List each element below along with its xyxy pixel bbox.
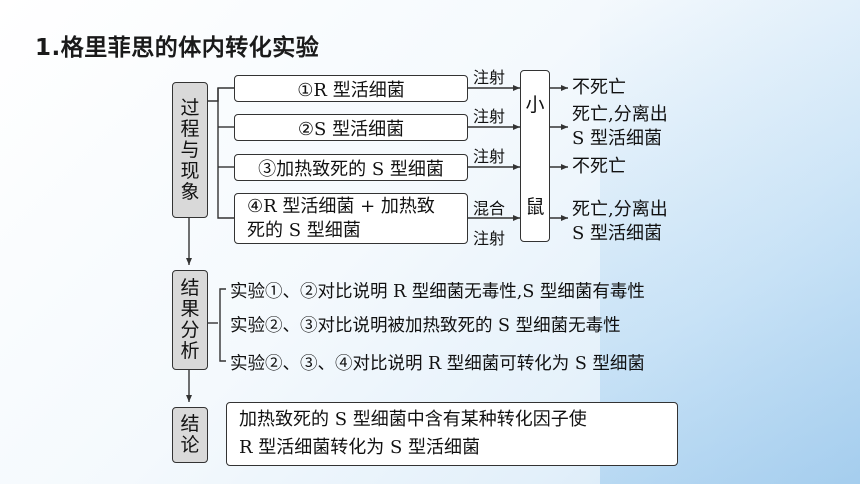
conclusion-label: 结 论: [172, 407, 208, 463]
conclusion-label-char: 结: [180, 413, 200, 435]
analysis-label-char: 果: [180, 298, 200, 320]
page-title: 1.格里菲思的体内转化实验: [35, 35, 320, 61]
analysis-label: 结 果 分 析: [172, 270, 208, 370]
experiment-3-box: ③加热致死的 S 型细菌: [234, 154, 468, 181]
experiment-4-text-line2: 死的 S 型细菌: [247, 219, 361, 241]
outcome-3: 不死亡: [572, 156, 626, 177]
experiment-4-text-line1: ④R 型活细菌 + 加热致: [247, 195, 435, 217]
experiment-4-box: ④R 型活细菌 + 加热致 死的 S 型细菌: [234, 193, 468, 244]
analysis-bracket-line: [219, 288, 226, 362]
conclusion-line2: R 型活细菌转化为 S 型活细菌: [239, 437, 481, 458]
conclusion-label-char: 论: [180, 434, 200, 456]
experiment-3-text: ③加热致死的 S 型细菌: [258, 158, 444, 180]
process-label-char: 象: [180, 180, 200, 203]
analysis-label-char: 分: [180, 319, 200, 341]
analysis-item-1: 实验①、②对比说明 R 型细菌无毒性,S 型细菌有毒性: [230, 282, 645, 302]
analysis-label-char: 结: [180, 277, 200, 299]
inject-label: 注射: [473, 68, 506, 87]
bracket-line: [208, 87, 234, 102]
inject-label: 注射: [473, 229, 506, 248]
outcome-2: 死亡,分离出 S 型活细菌: [572, 103, 668, 151]
mouse-box: 小 鼠: [520, 70, 550, 242]
experiment-1-box: ①R 型活细菌: [234, 75, 468, 102]
process-label: 过 程 与 现 象: [172, 82, 208, 218]
experiment-2-box: ②S 型活细菌: [234, 114, 468, 141]
experiment-2-text: ②S 型活细菌: [297, 118, 405, 140]
outcome-4: 死亡,分离出 S 型活细菌: [572, 198, 668, 246]
outcome-2-line1: 死亡,分离出: [572, 104, 668, 125]
analysis-item-3: 实验②、③、④对比说明 R 型细菌可转化为 S 型细菌: [230, 354, 645, 374]
process-label-char: 程: [180, 117, 200, 140]
inject-label: 注射: [473, 147, 506, 166]
mouse-char: 鼠: [525, 196, 545, 218]
analysis-label-char: 析: [180, 340, 200, 362]
outcome-2-line2: S 型活细菌: [572, 128, 663, 149]
analysis-item-2: 实验②、③对比说明被加热致死的 S 型细菌无毒性: [230, 316, 621, 336]
process-label-char: 现: [180, 159, 200, 182]
experiment-1-text: ①R 型活细菌: [297, 79, 405, 101]
process-label-char: 与: [180, 138, 200, 161]
outcome-4-line1: 死亡,分离出: [572, 199, 668, 220]
outcome-4-line2: S 型活细菌: [572, 223, 663, 244]
mix-label: 混合: [473, 199, 506, 218]
inject-label: 注射: [473, 107, 506, 126]
outcome-1: 不死亡: [572, 77, 626, 98]
mouse-char: 小: [525, 94, 545, 116]
bracket-line: [217, 88, 234, 219]
conclusion-box: 加热致死的 S 型细菌中含有某种转化因子使 R 型活细菌转化为 S 型活细菌: [226, 402, 678, 466]
conclusion-line1: 加热致死的 S 型细菌中含有某种转化因子使: [239, 409, 587, 430]
process-label-char: 过: [180, 96, 200, 119]
